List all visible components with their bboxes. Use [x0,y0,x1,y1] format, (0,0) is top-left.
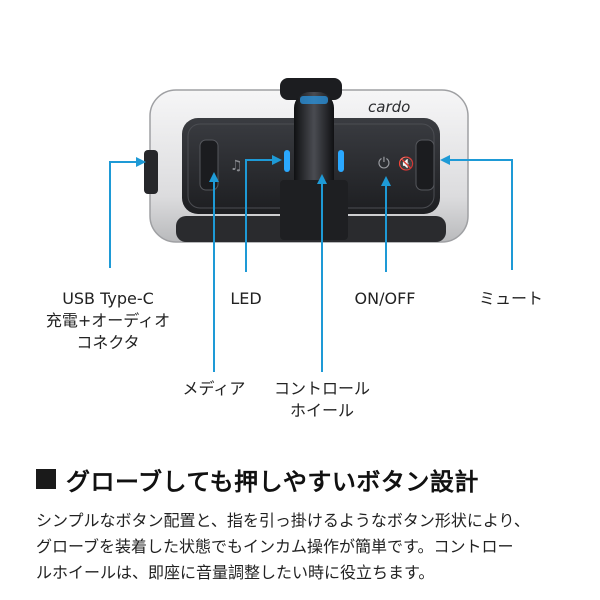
callout-arrow-led [272,155,282,165]
callout-arrow-media [209,172,219,182]
led-right [338,150,344,172]
power-icon: ⏻ [378,154,390,172]
intercom-device: ♫ ⏻ 🔇 cardo [144,78,469,243]
label-media: メディア [182,379,246,398]
callout-arrow-mute [440,155,450,165]
section-heading-text: グローブしても押しやすいボタン設計 [66,467,479,496]
label-mute: ミュート [478,289,543,308]
callout-arrow-onoff [381,176,391,186]
callout-line-mute [446,159,513,270]
section-heading: グローブしても押しやすいボタン設計 [36,462,576,496]
callout-arrow-usb [136,157,146,167]
led-left [284,150,290,172]
brand-logo: cardo [368,98,410,116]
callout-line-usb [109,161,140,268]
usb-connector [144,150,158,194]
product-illustration: ♫ ⏻ 🔇 cardo [109,78,513,372]
mute-button[interactable] [415,139,435,191]
callout-lines [109,155,513,372]
label-usb: USB Type-C 充電+オーディオ コネクタ [45,289,171,352]
media-icon: ♫ [230,158,243,174]
section-body: シンプルなボタン配置と、指を引っ掛けるようなボタン形状により、 グローブを装着し… [36,511,530,582]
label-wheel: コントロール ホイール [273,379,370,420]
label-onoff: ON/OFF [354,289,416,308]
label-led: LED [230,289,262,308]
callout-line-led [245,159,276,272]
callout-arrow-wheel [317,174,327,184]
heading-bullet-icon [36,469,56,489]
mute-icon: 🔇 [398,156,414,172]
